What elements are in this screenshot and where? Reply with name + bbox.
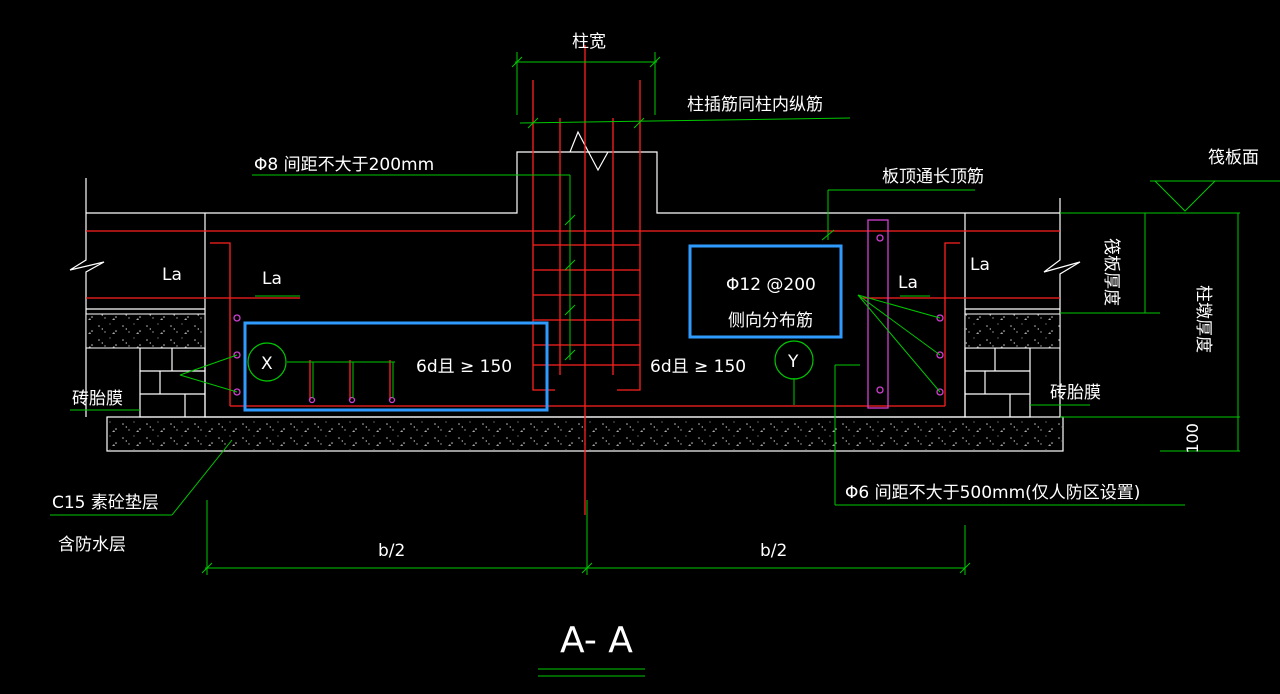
label-brick-form-left: 砖胎膜	[72, 389, 123, 409]
highlight-box-side-bar	[688, 244, 843, 339]
label-pier-thickness: 柱墩厚度	[1193, 285, 1213, 353]
label-cushion-1: C15 素砼垫层	[52, 493, 159, 513]
label-dim-half-left: b/2	[378, 541, 405, 561]
section-title: A- A	[560, 620, 633, 661]
side-stirrup	[233, 219, 944, 409]
label-la-3: La	[898, 273, 918, 293]
label-raft-thickness: 筏板厚度	[1101, 238, 1121, 306]
label-tie-bar: Φ6 间距不大于500mm(仅人防区设置)	[845, 483, 1140, 503]
highlight-boxes	[243, 244, 843, 412]
label-stirrup-spacing: Φ8 间距不大于200mm	[254, 155, 434, 175]
label-dim-half-right: b/2	[760, 541, 787, 561]
label-la-1: La	[162, 265, 182, 285]
label-dim-100: 100	[1183, 423, 1202, 454]
label-la-2: La	[262, 269, 282, 289]
rebar	[86, 45, 1060, 515]
leaders	[50, 52, 1280, 677]
marker-y: Y	[787, 352, 799, 372]
label-anchor-right: 6d且 ≥ 150	[650, 357, 746, 377]
label-column-dowel: 柱插筋同柱内纵筋	[687, 95, 823, 115]
label-column-width: 柱宽	[572, 32, 606, 52]
dashed-boundaries	[204, 213, 966, 309]
label-brick-form-right: 砖胎膜	[1050, 383, 1101, 403]
label-cushion-2: 含防水层	[58, 535, 126, 555]
label-slab-top-bar: 板顶通长顶筋	[882, 167, 984, 187]
label-anchor-left: 6d且 ≥ 150	[416, 357, 512, 377]
marker-x: X	[261, 354, 273, 374]
label-side-bar-spec: Φ12 @200	[726, 275, 816, 295]
label-raft-top: 筏板面	[1208, 148, 1259, 168]
section-markers	[247, 340, 814, 382]
highlight-box-x	[243, 321, 549, 412]
concrete-hatch	[85, 313, 1062, 450]
label-la-4: La	[970, 255, 990, 275]
label-side-bar-desc: 侧向分布筋	[728, 311, 813, 331]
labels: 柱宽 柱插筋同柱内纵筋 Φ8 间距不大于200mm 板顶通长顶筋 筏板面 筏板厚…	[52, 32, 1259, 661]
